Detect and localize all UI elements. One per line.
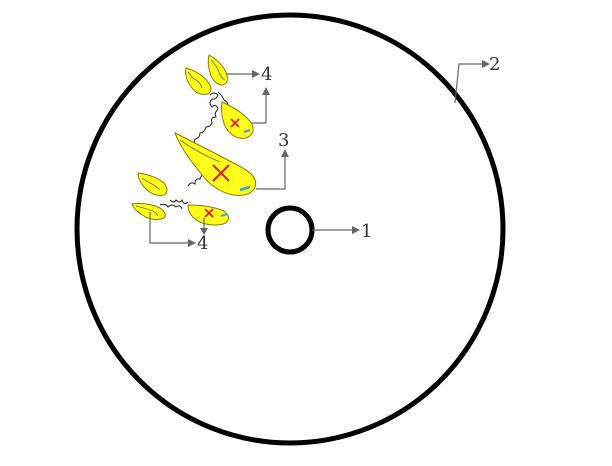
small-cell-bottom-mid — [187, 204, 230, 226]
leader-hole — [312, 226, 360, 234]
leader-small-cells-bottom — [149, 212, 208, 247]
center-hole — [265, 205, 315, 255]
large-cell — [174, 131, 257, 196]
outer-disk — [74, 12, 506, 446]
label-small-cells-bottom: 4 — [197, 233, 208, 254]
small-cell-top-right — [207, 54, 228, 86]
small-cell-bottom-upper — [137, 172, 168, 196]
small-cell-bottom-lower — [131, 203, 166, 221]
small-cell-top-mid — [221, 101, 254, 139]
label-large-cell: 3 — [278, 130, 289, 151]
label-small-cells-top: 4 — [261, 64, 272, 85]
leader-disk — [454, 60, 490, 104]
tether-lines — [159, 91, 232, 210]
small-cell-top-left — [185, 67, 212, 95]
label-disk: 2 — [489, 54, 500, 75]
leader-large-cell — [256, 149, 289, 190]
label-hole: 1 — [361, 221, 372, 242]
leader-small-cells-top — [226, 70, 270, 124]
